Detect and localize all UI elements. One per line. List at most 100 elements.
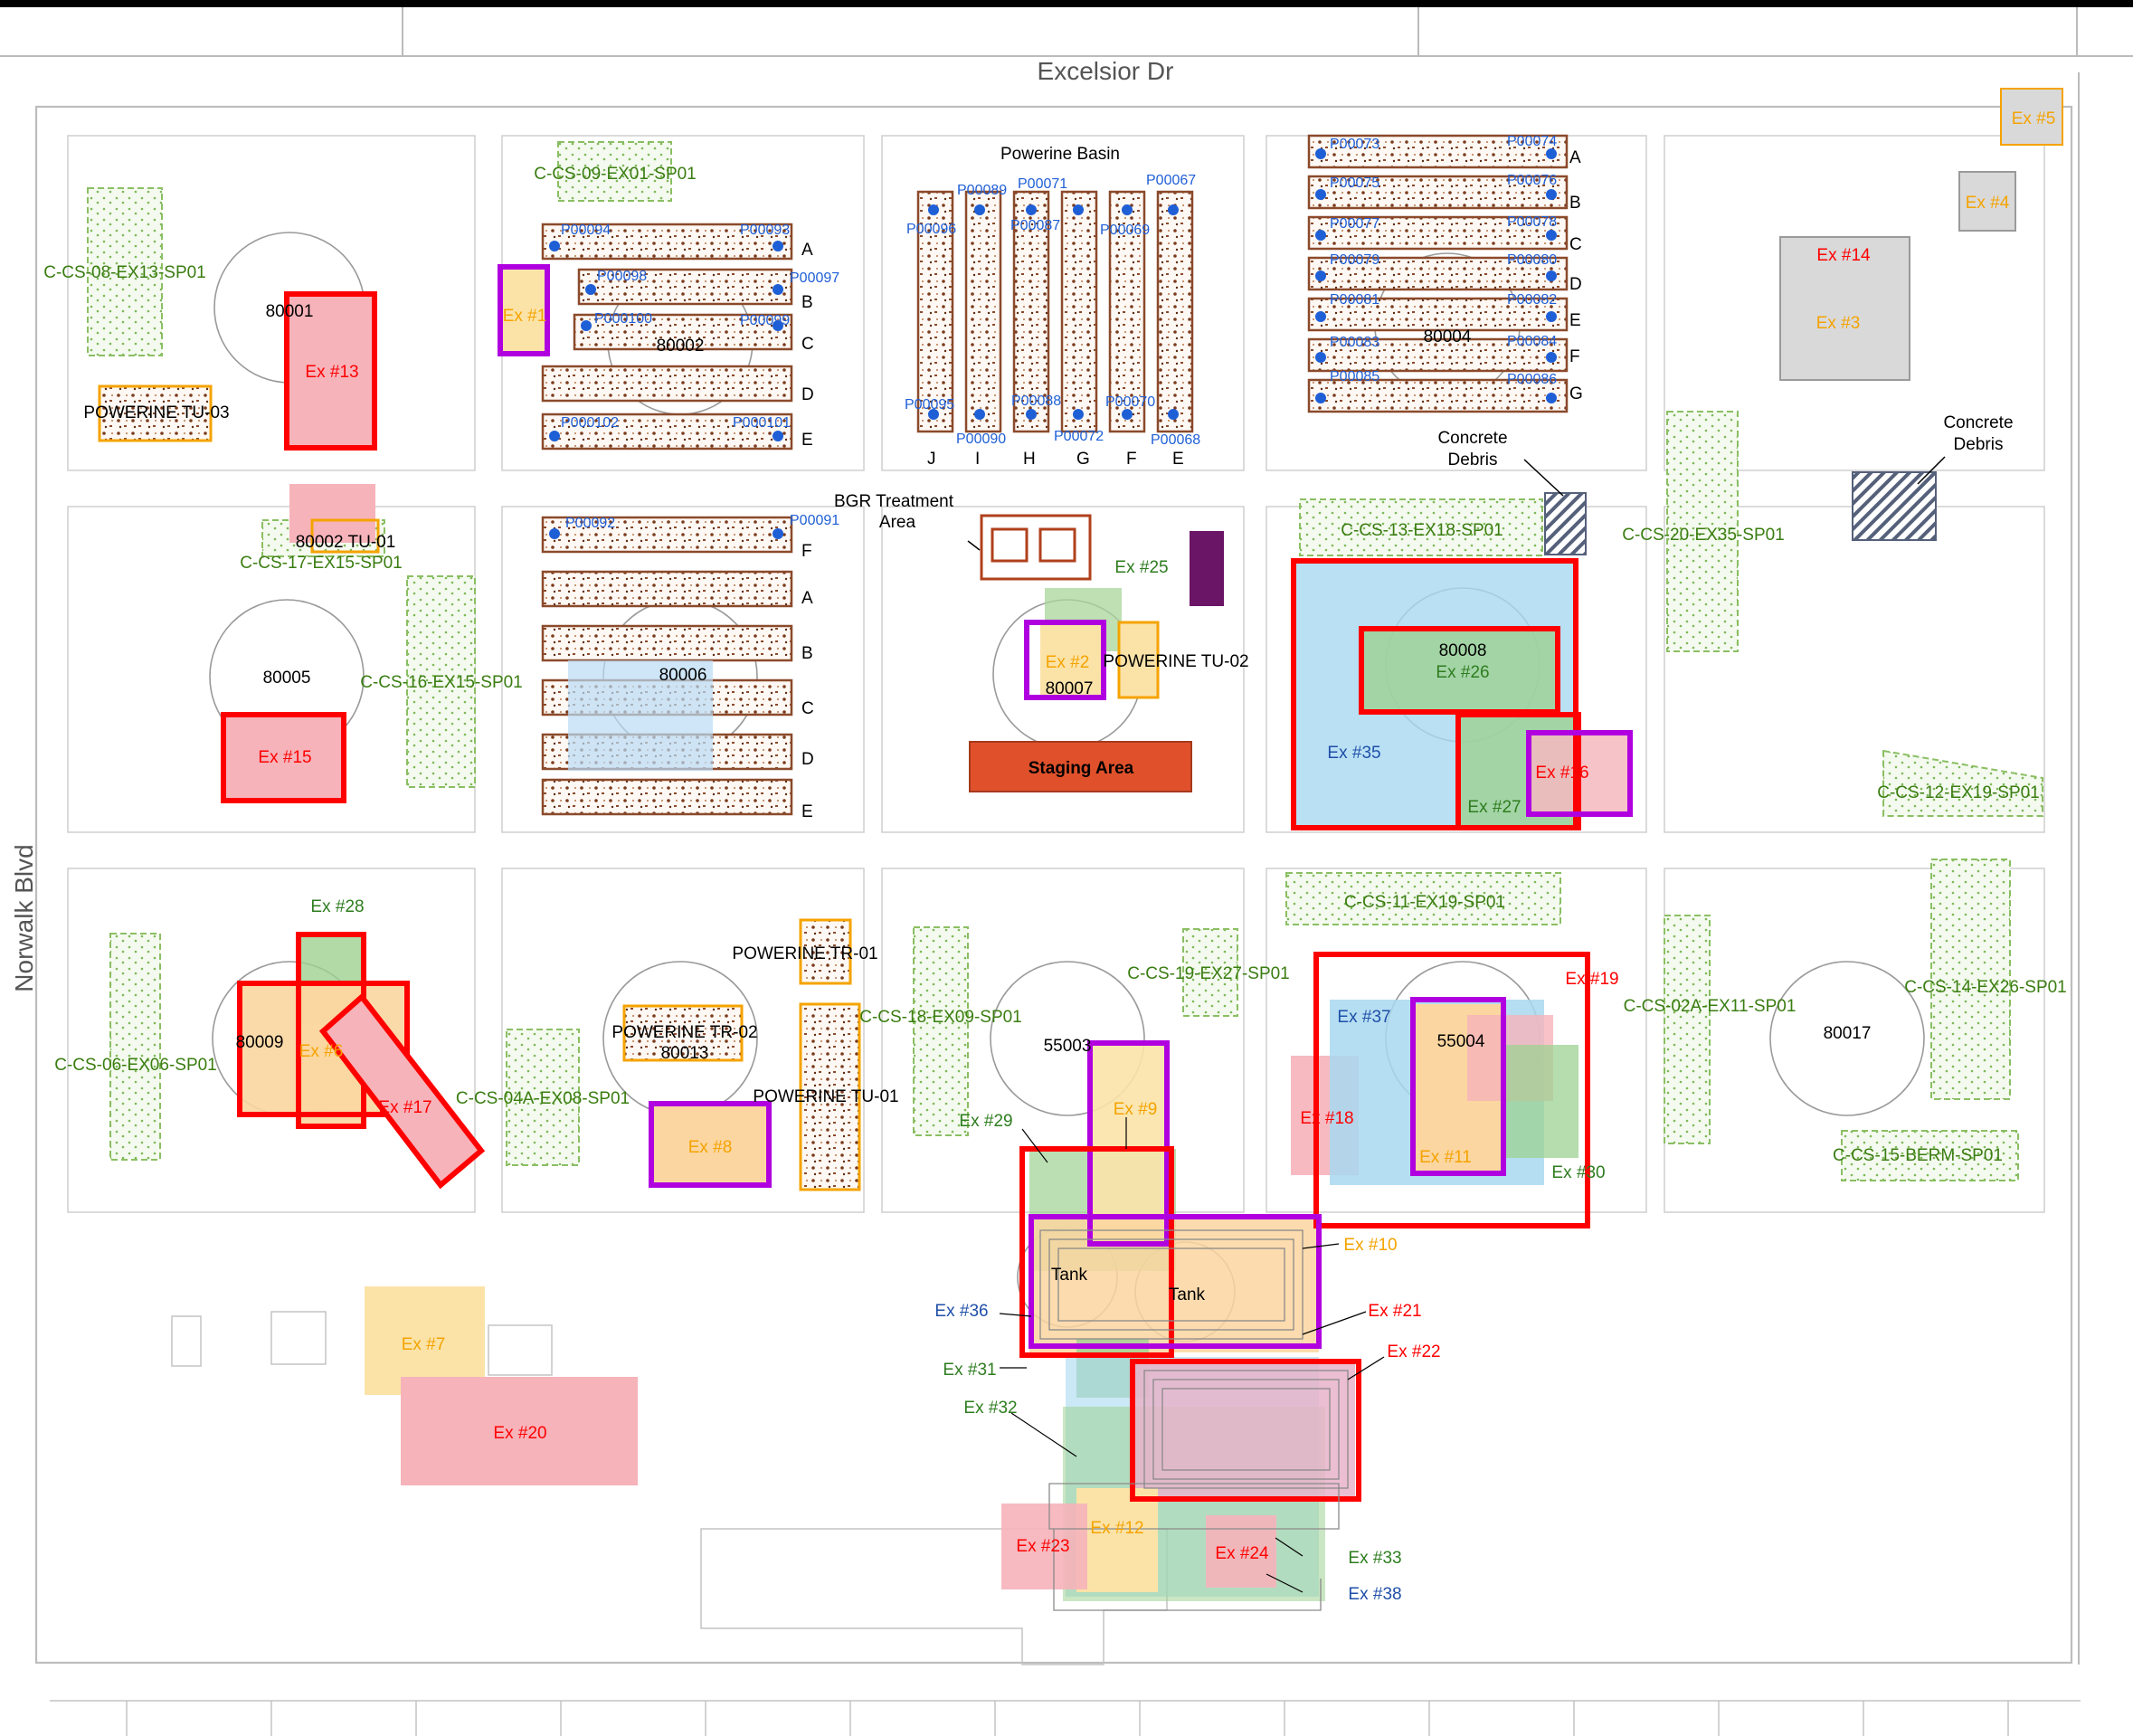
purple-unit — [1190, 531, 1224, 606]
tank-80005: 80005 — [263, 669, 311, 688]
row-a-80004: A — [1569, 148, 1581, 167]
well-p89: P00089 — [957, 183, 1007, 198]
well-p95: P00095 — [905, 397, 954, 413]
ex-1: Ex #1 — [503, 307, 547, 326]
sp-cs19: C-CS-19-EX27-SP01 — [1127, 964, 1290, 983]
row-g-80004: G — [1569, 384, 1583, 403]
well-p92: P00092 — [565, 516, 615, 531]
ex-15: Ex #15 — [258, 748, 311, 767]
sp-cs14: C-CS-14-EX26-SP01 — [1904, 978, 2067, 997]
well-markers — [549, 148, 1557, 539]
lower-tank-structures — [1039, 1229, 1349, 1611]
sp-cs09: C-CS-09-EX01-SP01 — [534, 165, 697, 184]
ex-26: Ex #26 — [1436, 663, 1489, 682]
well-p94: P00094 — [561, 223, 611, 238]
well-p82: P00082 — [1507, 292, 1557, 308]
sp-cs15: C-CS-15-BERM-SP01 — [1833, 1146, 2003, 1165]
well-p100: P000100 — [594, 311, 652, 327]
ex-9: Ex #9 — [1114, 1100, 1158, 1119]
concrete-debris-a — [1544, 492, 1587, 555]
ex-33: Ex #33 — [1348, 1549, 1401, 1568]
row-f-80004: F — [1569, 347, 1580, 366]
ex-6: Ex #6 — [299, 1042, 344, 1061]
tu-powerine-tu01: POWERINE TU-01 — [753, 1087, 898, 1106]
well-p101: P000101 — [733, 415, 791, 431]
well-p80: P00080 — [1507, 252, 1557, 268]
well-p93: P00093 — [740, 223, 790, 238]
tu-powerine-tu03: POWERINE TU-03 — [83, 403, 229, 422]
ex-16: Ex #16 — [1535, 764, 1588, 783]
label-debris-a-2: Debris — [1448, 451, 1498, 470]
staging-area-box — [969, 741, 1192, 792]
label-bgr-1: BGR Treatment — [834, 492, 954, 511]
ex-36: Ex #36 — [934, 1302, 988, 1321]
ex-35: Ex #35 — [1327, 744, 1380, 763]
sp-cs17: C-CS-17-EX15-SP01 — [240, 554, 403, 573]
well-p72: P00072 — [1054, 429, 1104, 444]
row-c-80006: C — [801, 699, 814, 718]
well-p69: P00069 — [1100, 223, 1150, 238]
ex-7: Ex #7 — [402, 1335, 446, 1354]
tank-80017: 80017 — [1824, 1024, 1872, 1043]
ex-20: Ex #20 — [493, 1424, 546, 1443]
ex-37: Ex #37 — [1337, 1008, 1390, 1027]
well-p73: P00073 — [1330, 137, 1379, 152]
well-p102: P000102 — [561, 415, 619, 431]
row-d-80004: D — [1569, 275, 1582, 294]
row-d-80006: D — [801, 750, 814, 769]
sp-cs04a: C-CS-04A-EX08-SP01 — [456, 1089, 630, 1108]
labels: Excelsior Dr Norwalk Blvd Powerine Basin… — [10, 57, 2067, 1604]
sp-cs02a: C-CS-02A-EX11-SP01 — [1624, 997, 1796, 1016]
sp-cs08: C-CS-08-EX13-SP01 — [43, 263, 206, 282]
street-norwalk: Norwalk Blvd — [10, 844, 38, 991]
ex-12: Ex #12 — [1090, 1519, 1143, 1538]
row-e-80002: E — [801, 431, 813, 450]
label-debris-a-1: Concrete — [1437, 429, 1507, 448]
row-b-80002: B — [801, 293, 813, 312]
ex-24: Ex #24 — [1215, 1544, 1269, 1563]
ex5-area — [2000, 88, 2063, 146]
ex-18: Ex #18 — [1300, 1109, 1353, 1128]
ex-29: Ex #29 — [959, 1112, 1012, 1131]
well-p98: P00098 — [597, 269, 647, 284]
col-h: H — [1023, 450, 1036, 469]
ex-17: Ex #17 — [378, 1098, 431, 1117]
row-d-80002: D — [801, 385, 814, 404]
col-j: J — [927, 450, 936, 469]
ex-13: Ex #13 — [305, 363, 358, 382]
ex-8: Ex #8 — [688, 1138, 733, 1157]
well-p91: P00091 — [790, 513, 839, 528]
ex-23: Ex #23 — [1016, 1537, 1069, 1556]
row-b-80006: B — [801, 644, 813, 663]
tank-55003: 55003 — [1044, 1037, 1092, 1056]
tank-80002: 80002 — [657, 337, 705, 356]
tu-80002-tu01: 80002 TU-01 — [296, 533, 396, 552]
sp-cs06: C-CS-06-EX06-SP01 — [54, 1056, 217, 1075]
concrete-debris-b — [1852, 471, 1937, 541]
tank-80006: 80006 — [659, 666, 707, 685]
tank-lower-a: Tank — [1051, 1266, 1088, 1285]
tank-80008: 80008 — [1439, 641, 1487, 660]
well-p86: P00086 — [1507, 372, 1557, 387]
ex-28: Ex #28 — [310, 897, 364, 916]
row-a-80002: A — [801, 241, 813, 260]
sp-cs13: C-CS-13-EX18-SP01 — [1341, 521, 1503, 540]
sp-cs11: C-CS-11-EX19-SP01 — [1344, 893, 1505, 912]
well-p96: P00096 — [906, 222, 956, 237]
col-f: F — [1126, 450, 1137, 469]
ex-4: Ex #4 — [1966, 194, 2010, 213]
well-p79: P00079 — [1330, 252, 1379, 268]
row-b-80004: B — [1569, 194, 1581, 213]
street-excelsior: Excelsior Dr — [1038, 57, 1174, 85]
ex-27: Ex #27 — [1467, 798, 1521, 817]
ex-30: Ex #30 — [1551, 1163, 1605, 1182]
well-p99: P00099 — [740, 313, 790, 328]
tu-powerine-tu02: POWERINE TU-02 — [1103, 652, 1248, 671]
label-powerine-basin: Powerine Basin — [1000, 145, 1120, 164]
ex-3: Ex #3 — [1816, 314, 1861, 333]
excavation-outlines — [98, 264, 1633, 1502]
ex14-ex3-area — [1779, 236, 1910, 381]
ex-14: Ex #14 — [1816, 246, 1871, 265]
well-p76: P00076 — [1507, 173, 1557, 188]
